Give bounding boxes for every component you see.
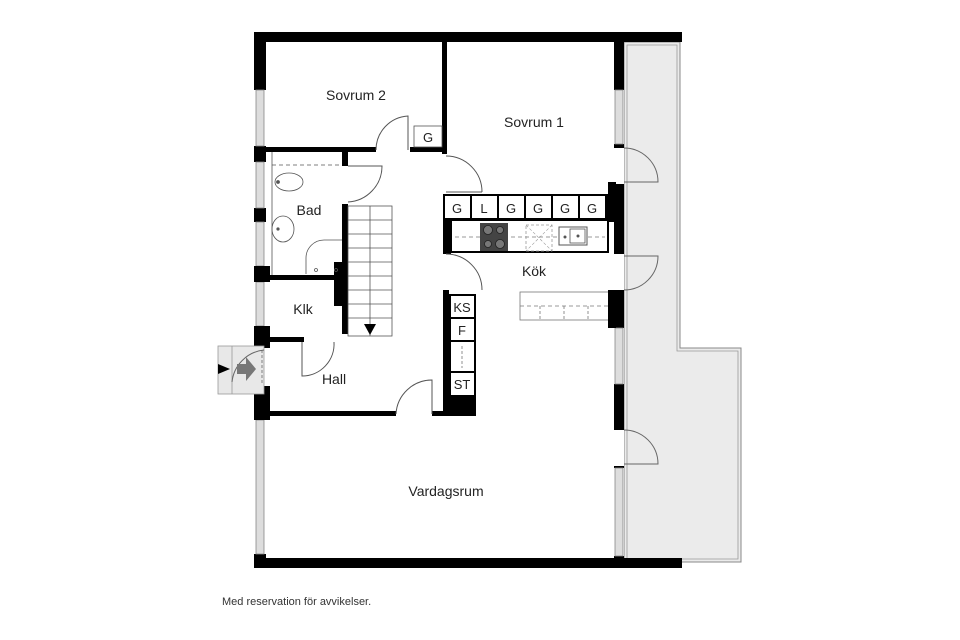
room-label-hall: Hall [322,371,346,387]
stairs-down-arrow-icon [364,324,376,335]
sink-icon [558,226,588,246]
svg-text:L: L [480,201,487,216]
svg-text:KS: KS [453,300,471,315]
interior-walls [254,42,616,420]
stove-icon [480,223,508,251]
bathroom-fixtures [271,152,342,275]
room-label-klk: Klk [293,301,313,317]
washbasin-icon [271,215,295,243]
svg-text:G: G [533,201,543,216]
kitchen-cabinets: G L G G G G [443,194,615,253]
hall-cabinets: KS F ST [449,294,476,397]
svg-text:G: G [423,130,433,145]
shower-icon [305,239,342,274]
svg-text:ST: ST [454,377,471,392]
stairs [347,205,393,337]
room-label-vardagsrum: Vardagsrum [408,483,483,499]
svg-text:G: G [587,201,597,216]
room-label-bad: Bad [297,202,322,218]
room-label-sovrum2: Sovrum 2 [326,87,386,103]
svg-text:G: G [506,201,516,216]
windows [254,89,624,557]
toilet-icon [274,172,304,192]
svg-text:F: F [458,323,466,338]
entrance-arrow-icon [237,357,256,381]
room-label-sovrum1: Sovrum 1 [504,114,564,130]
room-label-kok: Kök [522,263,547,279]
balcony [623,41,742,563]
kitchen-counter [519,291,615,321]
sovrum2-wardrobe: G [413,125,443,148]
svg-text:G: G [560,201,570,216]
balcony-doors [614,147,659,466]
disclaimer-text: Med reservation för avvikelser. [222,596,372,608]
svg-text:G: G [452,201,462,216]
interior-doors [301,115,483,415]
entrance [217,345,270,395]
